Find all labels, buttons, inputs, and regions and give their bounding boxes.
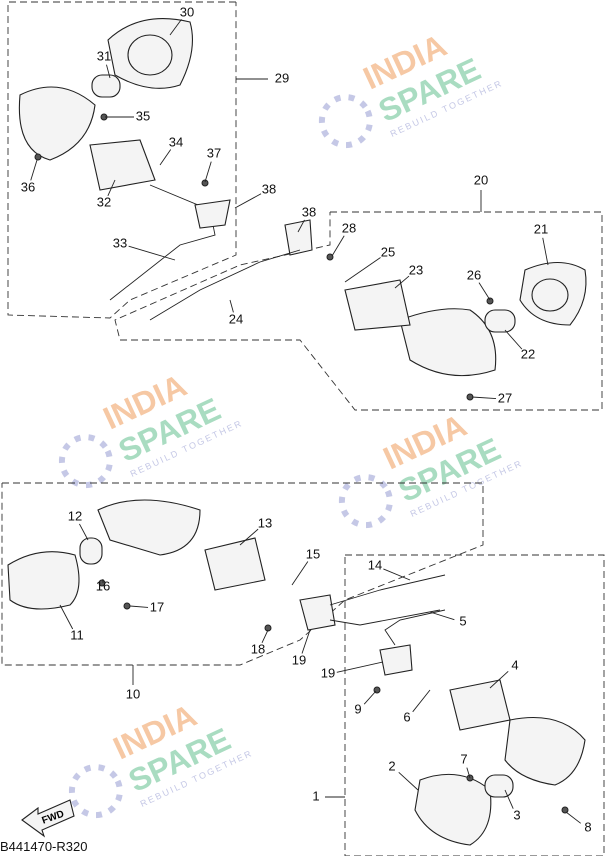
callout-34: 34 [169,134,183,149]
callout-17: 17 [150,599,164,614]
callout-16: 16 [96,578,110,593]
callout-20: 20 [474,172,488,187]
leader-line-9 [363,690,377,705]
callout-32: 32 [97,194,111,209]
leader-line-7 [466,767,471,779]
callout-38: 38 [302,204,316,219]
leader-line-31 [106,64,111,79]
leader-line-5 [429,611,455,621]
leader-line-15 [291,561,309,586]
leader-line-23 [394,275,410,289]
callout-26: 26 [467,267,481,282]
leader-line-2 [398,771,419,791]
callout-29: 29 [275,70,289,85]
leader-line-38 [297,219,305,233]
leader-line-14 [383,568,411,581]
turn-signal-rear-right [149,219,587,401]
leader-line-36 [30,159,38,181]
group-1-box [344,554,605,856]
turn-signal-rear-left [18,18,231,301]
callout-19: 19 [292,652,306,667]
callout-7: 7 [460,751,467,766]
callout-30: 30 [180,4,194,19]
callout-6: 6 [403,709,410,724]
callout-18: 18 [251,641,265,656]
leader-line-24 [229,299,234,313]
callout-27: 27 [498,390,512,405]
leader-line-8 [565,811,581,824]
leader-line-33 [128,245,176,261]
callout-21: 21 [534,221,548,236]
callout-4: 4 [511,657,518,672]
leader-line-34 [159,149,172,166]
callout-28: 28 [342,220,356,235]
leader-line-4 [489,670,509,689]
leader-line-32 [107,179,116,196]
diagram-code: B441470-R320 [0,839,88,854]
callout-11: 11 [70,627,84,642]
callout-36: 36 [21,179,35,194]
callout-10: 10 [126,686,140,701]
callout-14: 14 [368,557,382,572]
turn-signal-front-left [7,499,446,632]
fwd-arrow-icon: FWD [21,799,75,838]
leader-line-12 [79,523,89,541]
callout-15: 15 [306,546,320,561]
callout-22: 22 [521,346,535,361]
callout-9: 9 [354,701,361,716]
leader-line-3 [504,789,514,809]
callout-3: 3 [513,807,520,822]
callout-37: 37 [207,145,221,160]
callout-25: 25 [381,244,395,259]
callout-19: 19 [321,665,335,680]
leader-line-38 [234,193,262,209]
callout-2: 2 [388,758,395,773]
leader-line-25 [344,257,381,283]
callout-24: 24 [229,311,243,326]
callout-13: 13 [258,515,272,530]
leader-line-19 [336,661,384,673]
group-20-box [114,211,603,411]
leader-line-6 [412,689,431,713]
leader-line-28 [331,235,345,257]
leader-line-30 [169,19,182,36]
turn-signal-front-right [373,609,586,846]
callout-23: 23 [409,262,423,277]
leader-line-21 [542,237,549,266]
callout-8: 8 [584,819,591,834]
leader-line-26 [478,282,491,301]
leader-line-19 [301,629,311,654]
group-29-box [7,1,237,319]
callout-12: 12 [68,508,82,523]
leader-lines [30,19,581,824]
callout-5: 5 [459,613,466,628]
callout-38: 38 [262,181,276,196]
leader-line-22 [504,329,523,350]
leader-line-18 [261,629,269,644]
callout-31: 31 [97,48,111,63]
leader-line-11 [59,604,74,630]
leader-line-27 [471,396,497,399]
leader-line-17 [129,605,149,608]
callout-1: 1 [312,788,319,803]
leader-line-13 [239,528,259,546]
leader-line-37 [204,161,212,183]
callout-35: 35 [136,108,150,123]
callout-33: 33 [113,235,127,250]
